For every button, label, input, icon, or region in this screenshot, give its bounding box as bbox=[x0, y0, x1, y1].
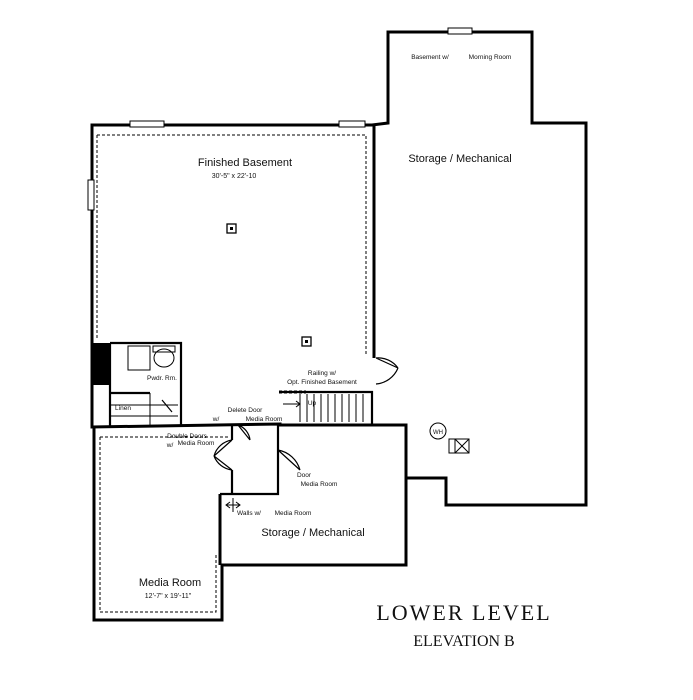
media-room-wall bbox=[92, 427, 408, 622]
note-railing-1: Railing w/ bbox=[308, 370, 336, 377]
note-door-media-2: Media Room bbox=[301, 481, 338, 488]
note-delete-door-1: Delete Door bbox=[228, 407, 264, 414]
door-swing bbox=[237, 424, 251, 441]
plan-title: LOWER LEVEL bbox=[376, 600, 551, 625]
room-label-storage-lower: Storage / Mechanical bbox=[261, 527, 364, 539]
door-swing bbox=[375, 357, 399, 369]
walls-arrow bbox=[225, 498, 241, 512]
window bbox=[338, 120, 366, 128]
note-walls-media-1: Walls w/ bbox=[237, 510, 261, 517]
stair-up-arrow bbox=[283, 400, 301, 408]
finished-area-line bbox=[99, 437, 217, 613]
toilet-icon bbox=[153, 348, 175, 368]
water-heater-icon bbox=[429, 422, 447, 440]
room-label-powder: Pwdr. Rm. bbox=[147, 375, 177, 382]
window bbox=[129, 120, 165, 128]
stair-up-label: Up bbox=[308, 400, 317, 407]
water-heater-label: WH bbox=[433, 430, 443, 436]
finished-area-line bbox=[97, 134, 367, 355]
powder-room-wall bbox=[110, 341, 183, 427]
door-swing bbox=[277, 449, 301, 471]
door-swing bbox=[213, 439, 233, 457]
note-delete-door-2: Media Room bbox=[246, 416, 283, 423]
room-dims-finished-basement: 30'-5" x 22'-10 bbox=[212, 173, 257, 180]
toilet-tank-icon bbox=[152, 345, 176, 353]
window bbox=[87, 179, 95, 211]
note-double-doors-1: Double Doors bbox=[167, 433, 207, 440]
exterior-wall bbox=[90, 30, 588, 507]
note-door-media-1: Door bbox=[297, 472, 312, 479]
plan-subtitle: ELEVATION B bbox=[413, 633, 514, 650]
room-label-storage-main: Storage / Mechanical bbox=[408, 153, 511, 165]
note-double-doors-2: Media Room bbox=[178, 440, 215, 447]
door-swing bbox=[375, 367, 399, 385]
room-label-linen: Linen bbox=[115, 405, 131, 412]
room-dims-media: 12'-7" x 19'-11" bbox=[145, 593, 192, 600]
stair-wall bbox=[279, 390, 374, 424]
window bbox=[447, 27, 473, 35]
solid-wall-block bbox=[93, 343, 110, 385]
door-swing bbox=[161, 399, 173, 413]
note-double-doors-prefix: w/ bbox=[166, 442, 174, 449]
vanity-icon bbox=[127, 345, 151, 371]
interior-wall bbox=[220, 425, 280, 496]
note-delete-door-prefix: w/ bbox=[212, 416, 220, 423]
note-basement-morning-room-2: Morning Room bbox=[469, 54, 512, 61]
note-railing-2: Opt. Finished Basement bbox=[287, 379, 357, 386]
furnace-icon bbox=[448, 438, 470, 454]
room-label-finished-basement: Finished Basement bbox=[198, 157, 292, 169]
door-swing bbox=[213, 455, 233, 471]
stair-treads bbox=[299, 394, 364, 422]
note-basement-morning-room-1: Basement w/ bbox=[411, 54, 449, 61]
note-walls-media-2: Media Room bbox=[275, 510, 312, 517]
room-label-media: Media Room bbox=[139, 577, 201, 589]
